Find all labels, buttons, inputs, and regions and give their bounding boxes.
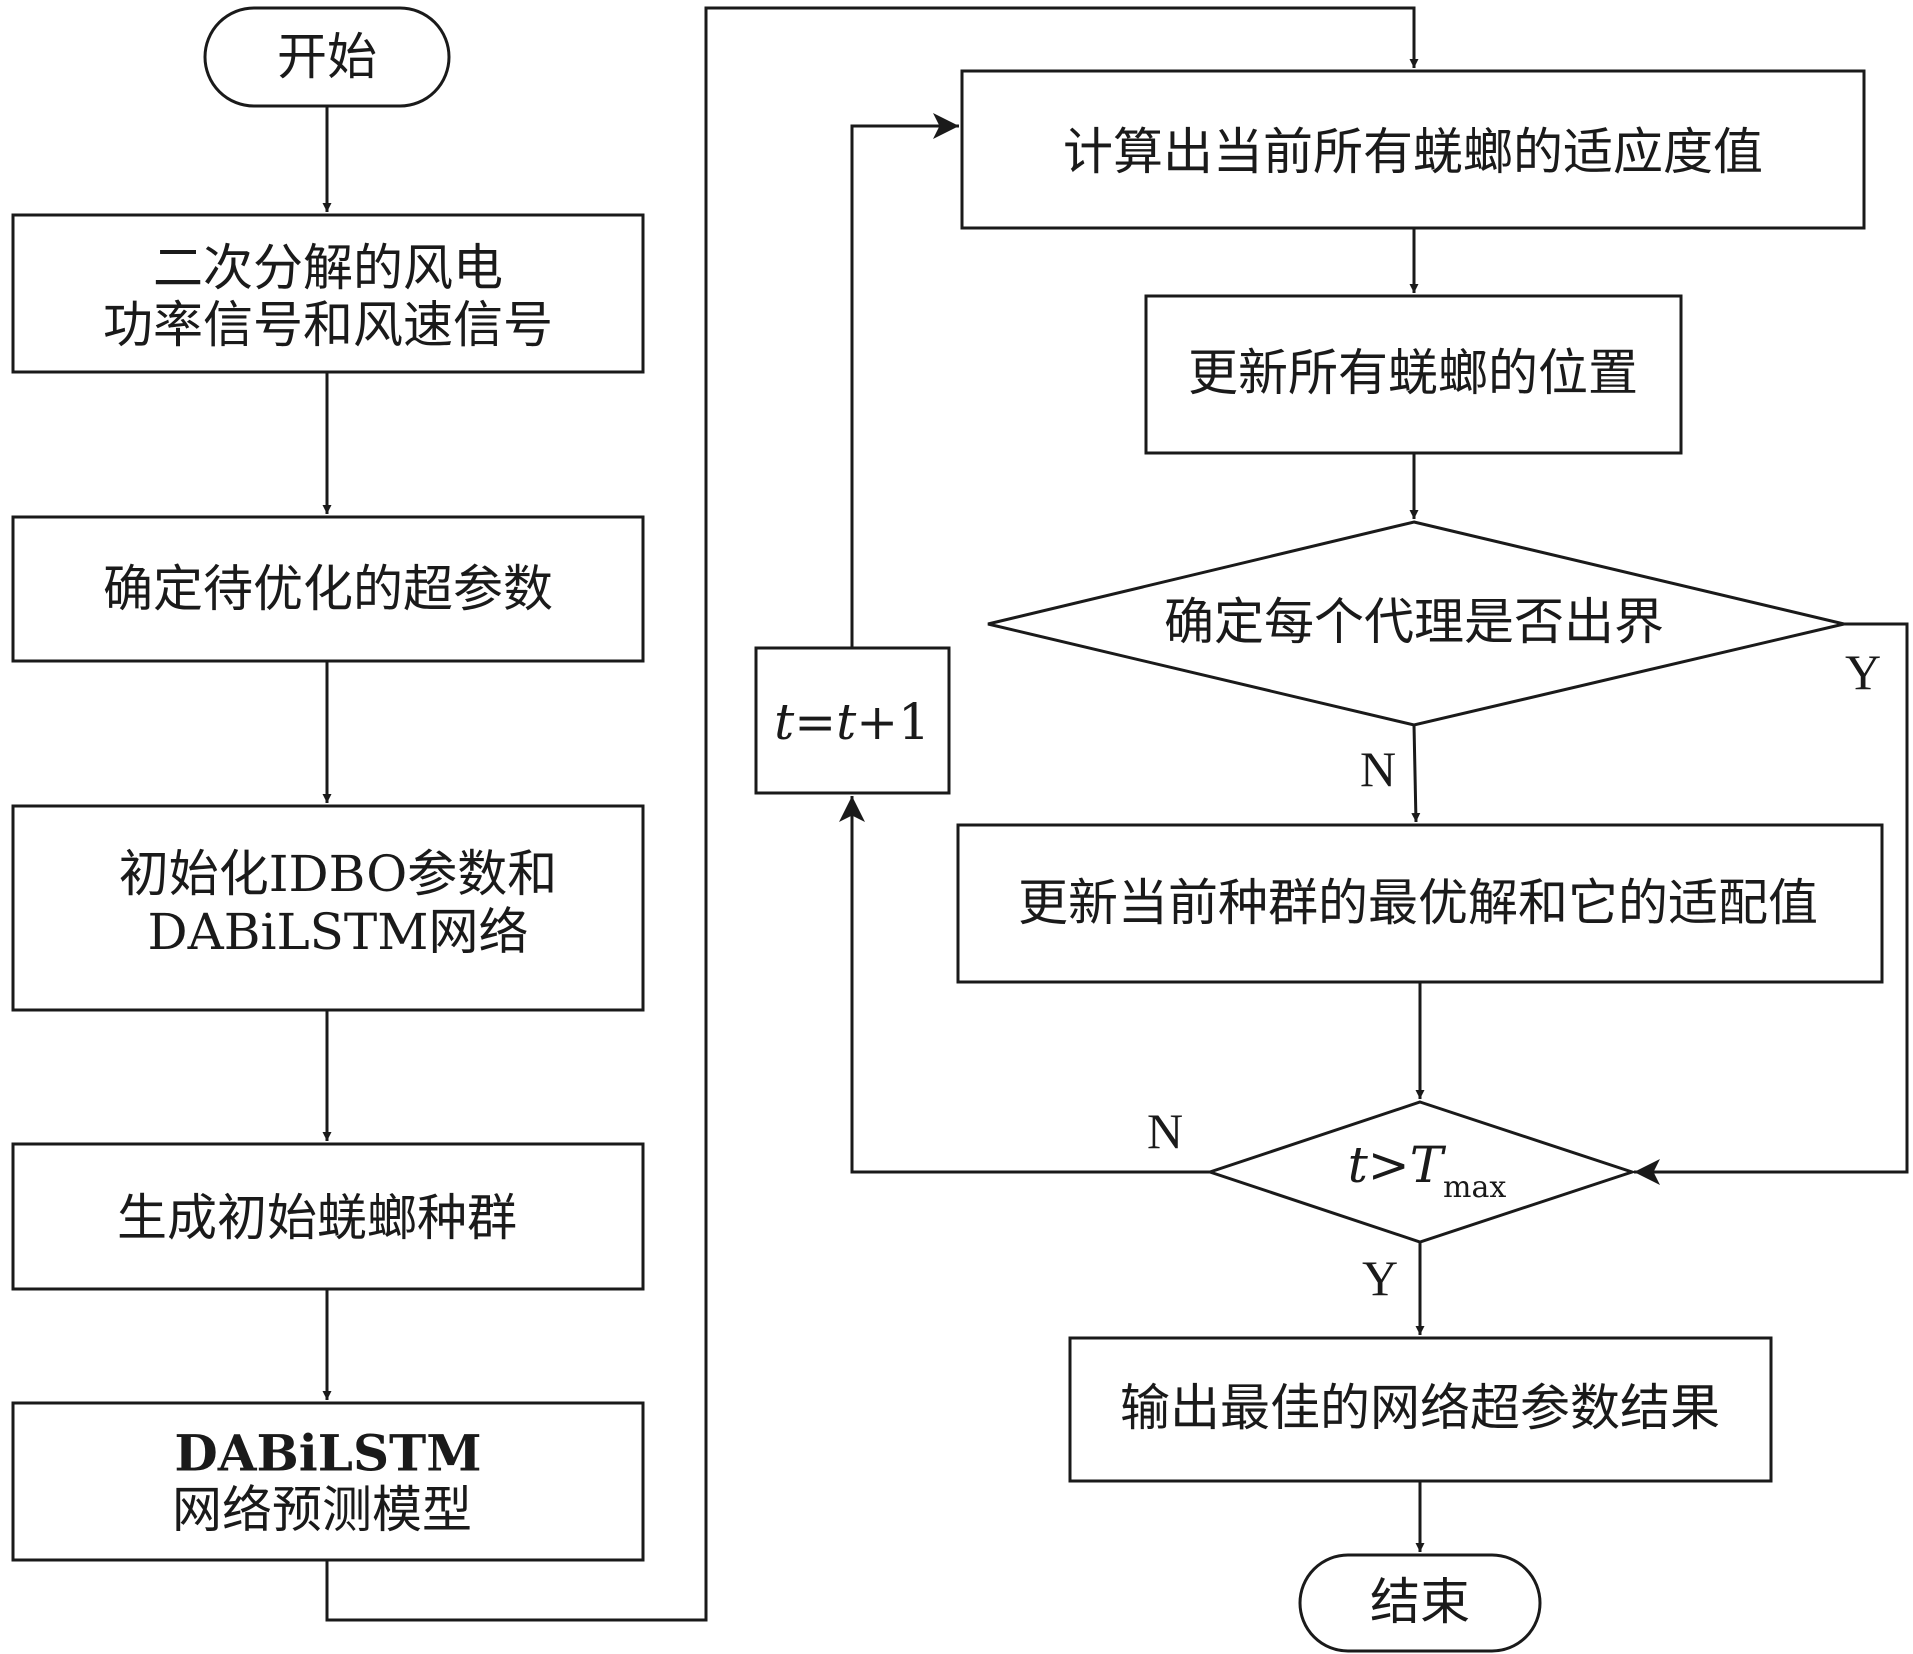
fitness-box: [960, 69, 1866, 230]
output-label: 输出最佳的网络超参数结果: [1120, 1379, 1720, 1437]
fitness-label: 计算出当前所有蜣螂的适应度值: [1063, 123, 1763, 181]
edge-iteration-no: [839, 796, 1210, 1174]
hyperparams-label: 确定待优化的超参数: [103, 560, 553, 618]
model-label-line2: 网络预测模型: [172, 1481, 472, 1539]
hyperparams-box: [11, 515, 645, 663]
decompose-label-line1: 二次分解的风电: [153, 239, 503, 297]
edge-boundary-yes: [1634, 622, 1909, 1185]
decompose-label-line2: 功率信号和风速信号: [103, 296, 553, 354]
end-label: 结束: [1370, 1573, 1470, 1631]
init-label-line2: DABiLSTM网络: [148, 903, 529, 961]
increment-box: [754, 646, 951, 795]
edge-label-iteration-yes: Y: [1362, 1250, 1398, 1306]
population-label: 生成初始蜣螂种群: [117, 1189, 517, 1247]
update-best-label: 更新当前种群的最优解和它的适配值: [1018, 874, 1818, 932]
update-position-label: 更新所有蜣螂的位置: [1188, 344, 1638, 402]
edge-increment-to-fitness: [850, 113, 959, 648]
increment-label: t=t+1: [774, 693, 930, 751]
edge-boundary-no: [1411, 724, 1421, 823]
boundary-check-label: 确定每个代理是否出界: [1164, 593, 1664, 651]
output-box: [1068, 1336, 1773, 1483]
start-label: 开始: [277, 28, 377, 86]
init-label-line1: 初始化IDBO参数和: [119, 845, 558, 903]
iteration-check-label: t>Tmax: [1348, 1136, 1507, 1205]
end-terminal: [1298, 1553, 1542, 1653]
init-box: [11, 804, 645, 1012]
decompose-box: [11, 213, 645, 374]
edge-model-to-fitness: [325, 6, 1419, 1622]
update-position-box: [1144, 294, 1683, 455]
update-best-box: [956, 823, 1884, 984]
edge-label-iteration-no: N: [1147, 1103, 1183, 1159]
edge-label-boundary-no: N: [1360, 741, 1396, 797]
model-label-line1: DABiLSTM: [174, 1424, 481, 1483]
edge-label-boundary-yes: Y: [1845, 644, 1881, 700]
